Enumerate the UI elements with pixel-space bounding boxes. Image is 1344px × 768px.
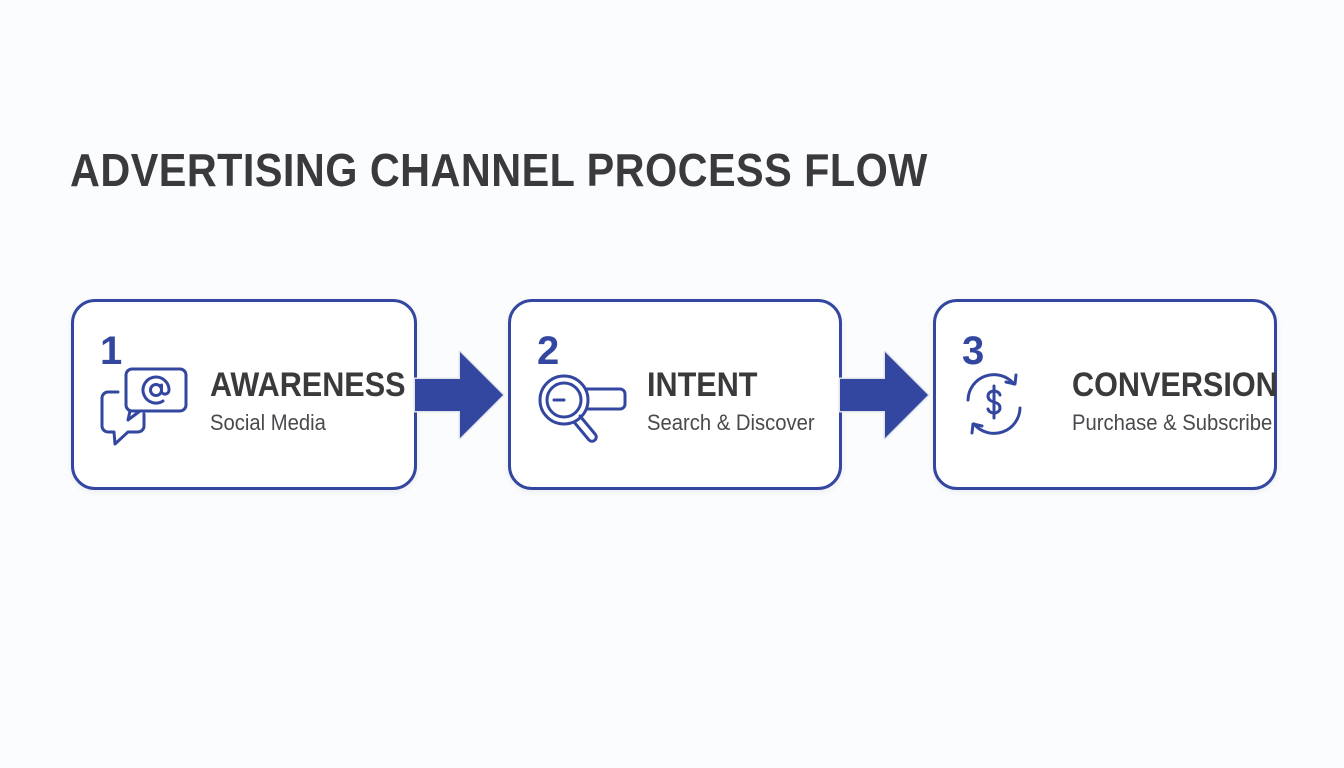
step-card-conversion: 3 CONVERSION Purchase & Subscribe <box>933 299 1278 490</box>
step-subtitle: Purchase & Subscribe <box>1072 410 1273 435</box>
dollar-cycle-icon <box>962 364 1058 448</box>
step-number: 2 <box>537 329 560 373</box>
chat-bubbles-at-icon <box>100 364 196 448</box>
step-number: 3 <box>962 329 985 373</box>
step-title: INTENT <box>647 366 758 404</box>
arrow-right-icon <box>413 348 505 442</box>
step-subtitle: Search & Discover <box>647 410 815 435</box>
arrow-right-icon <box>838 348 930 442</box>
step-card-intent: 2 INTENT Search & Discover <box>508 299 842 490</box>
magnifier-search-icon <box>537 364 633 448</box>
page-title: ADVERTISING CHANNEL PROCESS FLOW <box>70 144 928 196</box>
step-subtitle: Social Media <box>210 410 326 435</box>
step-title: AWARENESS <box>210 366 406 404</box>
step-title: CONVERSION <box>1072 366 1278 404</box>
step-card-awareness: 1 AWARENESS Social Media <box>71 299 417 490</box>
step-number: 1 <box>100 329 123 373</box>
